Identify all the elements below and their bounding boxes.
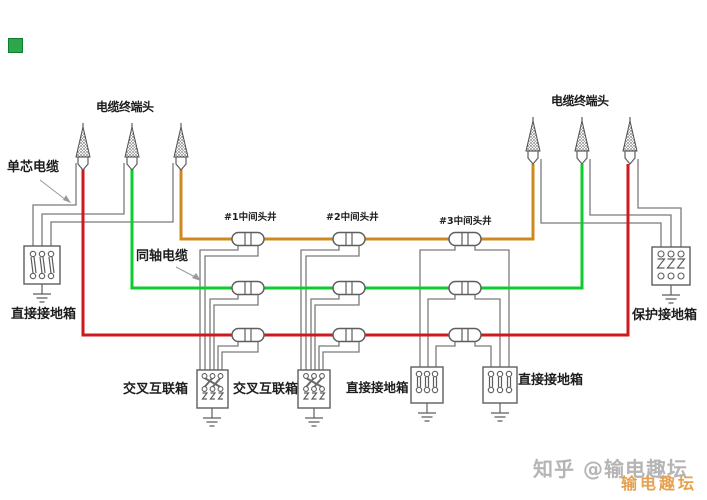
watermark-brand: 输电趣坛 — [621, 474, 698, 493]
watermark-zhihu: 知乎 @输电趣坛 — [533, 457, 688, 481]
leader-coaxial — [175, 266, 201, 281]
label-cable-terminal-right: 电缆终端头 — [551, 94, 609, 108]
ground-symbol — [202, 407, 222, 427]
label-cross-bonding-box-1: 交叉互联箱 — [123, 382, 189, 397]
label-joint-well-2: #2中间头井 — [326, 212, 379, 223]
label-joint-well-1: #1中间头井 — [224, 212, 277, 223]
ground-symbol — [490, 402, 510, 422]
ground-symbol — [417, 402, 437, 422]
label-direct-ground-left: 直接接地箱 — [11, 307, 77, 322]
cable-terminals-right — [525, 116, 638, 165]
label-single-core-cable: 单芯电缆 — [7, 160, 60, 175]
phase-cable-orange — [179, 164, 535, 241]
label-joint-well-3: #3中间头井 — [439, 216, 492, 227]
cross-bonding-box-1 — [196, 369, 229, 427]
green-marker — [8, 38, 23, 53]
label-coaxial-cable: 同轴电缆 — [136, 249, 189, 264]
sheath-wires-right — [540, 159, 682, 247]
ground-symbol — [304, 407, 324, 427]
cable-terminals-left — [75, 122, 189, 171]
direct-ground-box-4 — [482, 366, 518, 422]
label-cable-terminal-left: 电缆终端头 — [96, 100, 154, 114]
leader-single-core — [39, 179, 71, 203]
ground-symbol — [32, 283, 52, 303]
sheath-wires-left — [32, 163, 174, 246]
direct-ground-box-left — [23, 245, 61, 303]
label-direct-ground-3: 直接接地箱 — [346, 380, 409, 395]
label-direct-ground-4: 直接接地箱 — [518, 373, 584, 388]
joint-tails-well1 — [199, 245, 259, 370]
ground-symbol — [661, 284, 681, 304]
label-protective-ground: 保护接地箱 — [632, 308, 698, 323]
label-cross-bonding-box-2: 交叉互联箱 — [233, 382, 299, 397]
joint-tails-well2 — [300, 245, 360, 370]
cross-bonding-box-2 — [297, 369, 331, 427]
joint-tails-well3 — [419, 245, 510, 367]
direct-ground-box-3 — [410, 366, 444, 422]
protective-ground-box-right — [651, 246, 691, 304]
